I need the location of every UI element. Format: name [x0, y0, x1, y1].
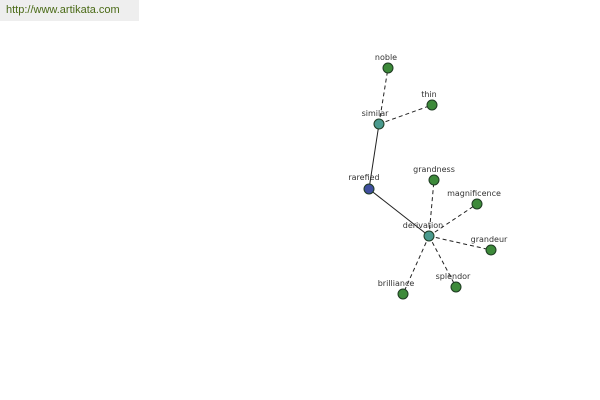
- edge-similar-thin: [378, 104, 433, 125]
- node-derivation[interactable]: derivation: [403, 221, 443, 242]
- node-circle-grandness[interactable]: [428, 174, 440, 186]
- node-label-grandness: grandness: [413, 165, 455, 174]
- edge-derivation-brilliance: [402, 235, 430, 295]
- edge-derivation-grandeur: [428, 235, 492, 251]
- node-circle-derivation[interactable]: [423, 230, 435, 242]
- node-label-magnificence: magnificence: [447, 189, 501, 198]
- node-label-rarefied: rarefied: [348, 173, 379, 182]
- node-rarefied[interactable]: rarefied: [348, 173, 380, 195]
- graph-edges: [368, 67, 492, 295]
- node-grandness[interactable]: grandness: [413, 165, 455, 186]
- node-circle-magnificence[interactable]: [471, 198, 483, 210]
- node-noble[interactable]: noble: [375, 53, 397, 74]
- node-label-similar: similar: [362, 109, 390, 118]
- node-label-splendor: splendor: [436, 272, 471, 281]
- edge-derivation-magnificence: [428, 203, 478, 237]
- edge-similar-noble: [378, 67, 389, 125]
- node-label-grandeur: grandeur: [471, 235, 508, 244]
- node-circle-splendor[interactable]: [450, 281, 462, 293]
- edge-derivation-splendor: [428, 235, 457, 288]
- node-similar[interactable]: similar: [362, 109, 390, 130]
- node-circle-thin[interactable]: [426, 99, 438, 111]
- node-grandeur[interactable]: grandeur: [471, 235, 508, 256]
- graph-nodes: rarefied similar derivation noble thin grandn…: [348, 53, 508, 300]
- site-link[interactable]: http://www.artikata.com: [0, 0, 139, 21]
- node-label-derivation: derivation: [403, 221, 443, 230]
- node-circle-similar[interactable]: [373, 118, 385, 130]
- node-circle-grandeur[interactable]: [485, 244, 497, 256]
- node-label-thin: thin: [421, 90, 437, 99]
- node-brilliance[interactable]: brilliance: [378, 279, 415, 300]
- edge-derivation-grandness: [428, 179, 435, 237]
- node-circle-brilliance[interactable]: [397, 288, 409, 300]
- node-circle-noble[interactable]: [382, 62, 394, 74]
- node-label-brilliance: brilliance: [378, 279, 415, 288]
- node-magnificence[interactable]: magnificence: [447, 189, 501, 210]
- node-splendor[interactable]: splendor: [436, 272, 471, 293]
- node-circle-rarefied[interactable]: [363, 183, 375, 195]
- edge-rarefied-derivation: [368, 188, 430, 237]
- edge-rarefied-similar: [368, 123, 380, 190]
- node-label-noble: noble: [375, 53, 397, 62]
- node-thin[interactable]: thin: [421, 90, 438, 111]
